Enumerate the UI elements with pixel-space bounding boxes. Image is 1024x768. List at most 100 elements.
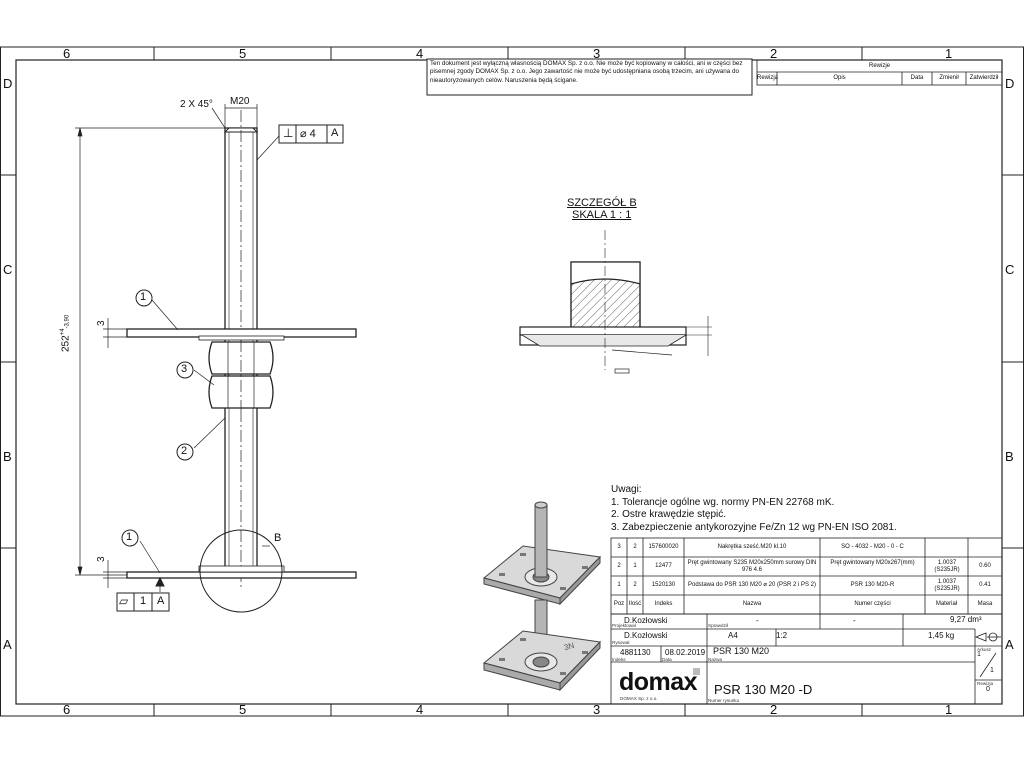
row-label-c-right: C — [1005, 262, 1015, 277]
bom-header-material: Materiał — [935, 601, 958, 607]
gdt-perpendicularity-datum: A — [331, 127, 339, 139]
chamfer-dimension: 2 X 45° — [180, 99, 213, 110]
tb-date: 08.02.2019 — [665, 648, 706, 657]
tb-name: PSR 130 M20 — [713, 646, 770, 656]
dimension-lines — [75, 104, 280, 592]
bom-table — [610, 537, 1003, 615]
tb-sheet-total: 1 — [990, 667, 994, 674]
revision-header-desc: Opis — [833, 75, 846, 81]
row-label-b-right: B — [1005, 449, 1014, 464]
bom-row3-pos: 3 — [617, 544, 621, 550]
col-label-3-bottom: 3 — [593, 702, 601, 717]
col-label-2-top: 2 — [770, 46, 778, 61]
tb-label-sheet: Arkusz — [977, 647, 992, 652]
notes-heading: Uwagi: — [611, 484, 642, 495]
tb-label-drawn: Rysował — [612, 640, 630, 645]
note-1: 1. Tolerancje ogólne wg. normy PN-EN 227… — [611, 496, 835, 508]
col-label-5-top: 5 — [239, 46, 247, 61]
revision-header-date: Data — [910, 75, 924, 81]
bom-header-index: Indeks — [654, 601, 673, 607]
notice-box — [426, 58, 753, 96]
tb-scale: 1:2 — [776, 631, 788, 640]
col-label-2-bottom: 2 — [770, 702, 778, 717]
bottom-plate-thickness: 3 — [96, 556, 107, 562]
tb-label-name: Nazwa — [708, 657, 723, 662]
revision-header-rev: Rewizja — [757, 75, 779, 81]
bom-row3-part: SO - 4032 - M20 - 0 - C — [841, 544, 904, 550]
tb-label-checked: Sprawdził — [708, 623, 728, 628]
bom-header-qty: Ilość — [628, 601, 642, 607]
notes-block: Uwagi: 1. Tolerancje ogólne wg. normy PN… — [611, 484, 897, 534]
tb-drawer: D.Kozłowski — [624, 631, 668, 640]
bom-row1-qty: 2 — [633, 582, 637, 588]
revision-header-changed: Zmienił — [939, 75, 959, 81]
bom-header-name: Nazwa — [742, 601, 762, 607]
bom-header-mass: Masa — [977, 601, 993, 607]
note-3: 3. Zabezpieczenie antykorozyjne Fe/Zn 12… — [611, 521, 897, 533]
top-plate — [126, 328, 357, 341]
row-label-d-right: D — [1005, 76, 1015, 91]
nut-stack — [208, 341, 274, 409]
revision-table-title: Rewizje — [868, 63, 890, 69]
balloon-1-bottom: 1 — [126, 531, 133, 543]
bom-row2-name: Pręt gwintowany S235 M20x250mm surowy DI… — [687, 560, 817, 573]
bom-row1-part: PSR 130 M20-R — [850, 582, 895, 588]
bom-row2-qty: 1 — [633, 563, 637, 569]
length-dimension: 252+4-3,90 — [60, 314, 72, 352]
tb-revision: 0 — [986, 686, 990, 693]
revision-table — [756, 59, 1003, 86]
tb-format: A4 — [728, 631, 738, 640]
col-label-4-bottom: 4 — [416, 702, 424, 717]
gdt-frames — [116, 124, 344, 612]
bom-row1-index: 1520130 — [651, 582, 676, 588]
projection-symbol — [974, 632, 1001, 642]
col-label-3-top: 3 — [593, 46, 601, 61]
tb-designer: D.Kozłowski — [624, 616, 668, 625]
bom-row2-part: Pręt gwintowany M20x267(mm) — [830, 560, 915, 566]
top-plate-thickness: 3 — [96, 320, 107, 326]
col-label-6-top: 6 — [63, 46, 71, 61]
bom-row3-index: 157600020 — [648, 544, 679, 550]
row-label-a-left: A — [3, 637, 12, 652]
col-label-5-bottom: 5 — [239, 702, 247, 717]
tb-sheet-number: 1 — [977, 651, 981, 658]
col-label-6-bottom: 6 — [63, 702, 71, 717]
bom-row2-material: 1.0037 (S235JR) — [934, 560, 960, 573]
tb-mass: 1,45 kg — [928, 631, 955, 640]
detail-title: SZCZEGÓŁ B — [567, 197, 637, 209]
bom-header-pos: Poz — [613, 601, 625, 607]
tb-approved-value: - — [853, 616, 856, 625]
row-label-b-left: B — [3, 449, 12, 464]
tb-checked-value: - — [756, 616, 759, 625]
detail-callout-label: B — [274, 532, 282, 544]
detail-circle-b — [199, 529, 283, 613]
bom-row3-name: Nakrętka sześć.M20 kl.10 — [717, 544, 787, 550]
revision-header-approved: Zatwierdził — [969, 75, 999, 81]
logo-square — [693, 668, 700, 675]
detail-scale: SKALA 1 : 1 — [572, 209, 632, 221]
gdt-flatness-datum: A — [157, 595, 165, 607]
col-label-1-top: 1 — [945, 46, 953, 61]
company-logo: domax — [619, 668, 698, 696]
tb-label-index: Indeks — [612, 657, 626, 662]
tb-volume: 9,27 dm³ — [950, 615, 982, 624]
gdt-perpendicularity-symbol: ⊥ — [283, 126, 294, 140]
company-subtitle: DOMAX Sp. z o.o. — [620, 696, 658, 701]
bom-row1-name: Podstawa do PSR 130 M20 ⌀ 20 (PSR 2 i PS… — [687, 582, 816, 588]
balloon-3: 3 — [181, 363, 188, 375]
zone-ticks — [0, 47, 1024, 716]
tb-label-drawing-number: Numer rysunku — [708, 698, 740, 703]
tb-index: 4881130 — [620, 648, 651, 657]
tb-label-revision: Rewizja — [977, 681, 994, 686]
tb-label-date: Data — [662, 657, 672, 662]
bom-row1-mass: 0.41 — [979, 582, 991, 588]
col-label-4-top: 4 — [416, 46, 424, 61]
row-label-a-right: A — [1005, 637, 1014, 652]
bom-header-part: Numer części — [854, 601, 891, 607]
balloon-2: 2 — [181, 445, 188, 457]
note-2: 2. Ostre krawędzie stępić. — [611, 509, 727, 520]
tb-drawing-number: PSR 130 M20 -D — [714, 682, 813, 697]
col-label-1-bottom: 1 — [945, 702, 953, 717]
bom-row3-qty: 2 — [633, 544, 637, 550]
